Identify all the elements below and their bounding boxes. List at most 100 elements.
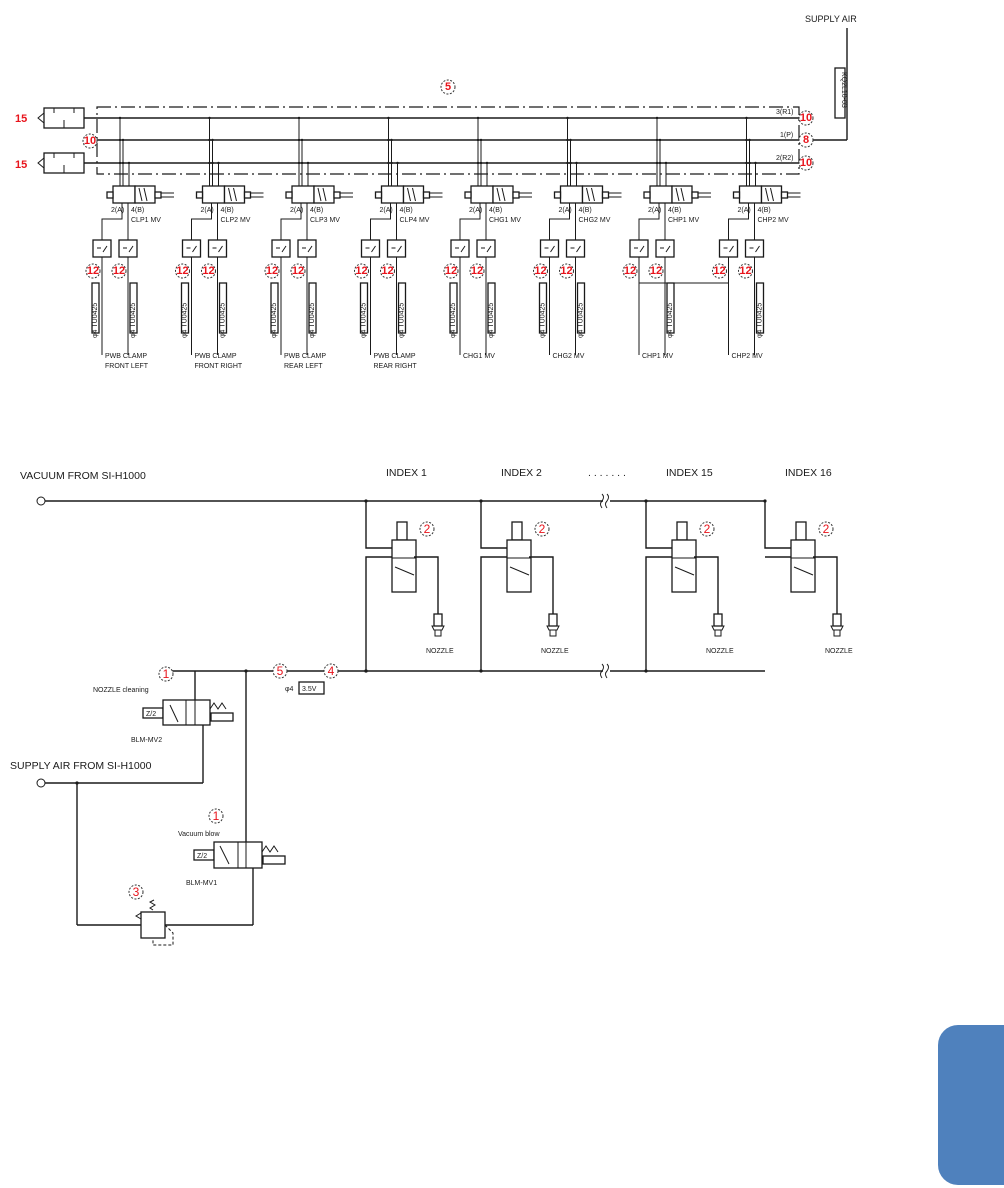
vacuum-port: [36, 496, 46, 506]
line-break-symbol: [600, 663, 609, 679]
line-break-symbol: [600, 493, 609, 509]
svg-text:Vacuum blow: Vacuum blow: [178, 831, 220, 838]
svg-text:BLM-MV2: BLM-MV2: [131, 737, 162, 744]
tube-label: φ4 TU0425: [180, 282, 190, 338]
exhaust-silencer-1: 15: [15, 107, 85, 129]
balloon-fitting: 12: [648, 263, 664, 279]
svg-text:12: 12: [113, 265, 125, 277]
svg-text:12: 12: [381, 265, 393, 277]
svg-text:φ4 TU0425: φ4 TU0425: [757, 303, 764, 338]
balloon-fitting: 12: [354, 263, 369, 279]
tube-size-label: φ4: [285, 686, 294, 693]
svg-text:12: 12: [560, 265, 572, 277]
supply-fitting: KQ2L10-03: [834, 67, 847, 119]
balloon-fitting: 12: [559, 263, 574, 279]
nozzle-label: NOZZLE: [825, 648, 853, 655]
index-label: INDEX 15: [666, 467, 713, 479]
nozzle-label: NOZZLE: [541, 648, 569, 655]
balloon-fitting: 12: [175, 263, 190, 279]
supply-port: [36, 778, 46, 788]
svg-text:φ4 TU0425: φ4 TU0425: [130, 303, 137, 338]
nozzle-label: NOZZLE: [706, 648, 734, 655]
valve-id-label: CHG1 MV: [489, 217, 521, 224]
port-label-b: 4(B): [668, 207, 681, 214]
valve-id-label: CHP2 MV: [758, 217, 789, 224]
svg-text:10: 10: [800, 112, 812, 124]
regulator: 3: [128, 884, 174, 946]
actuator-label: PWB CLAMP: [284, 353, 326, 360]
svg-text:12: 12: [624, 265, 636, 277]
port-label-b: 4(B): [489, 207, 502, 214]
svg-text:φ4 TU0425: φ4 TU0425: [667, 303, 674, 338]
port-label-a: 2(A): [738, 207, 751, 214]
svg-text:3: 3: [133, 885, 140, 899]
svg-text:KQ2L10-03: KQ2L10-03: [840, 72, 847, 108]
port-label-a: 2(A): [290, 207, 303, 214]
speed-controller: [539, 239, 560, 258]
speed-controller: [207, 239, 228, 258]
svg-text:5: 5: [445, 81, 451, 93]
nozzle-icon: [830, 613, 844, 637]
tube-label: φ4 TU0425: [91, 282, 100, 338]
svg-text:BLM-MV1: BLM-MV1: [186, 880, 217, 887]
port-label-b: 4(B): [310, 207, 323, 214]
actuator-sub-label: FRONT LEFT: [105, 363, 149, 370]
port-label-a: 2(A): [559, 207, 572, 214]
actuator-label: CHP2 MV: [732, 353, 763, 360]
tube-label: φ4 TU0425: [270, 282, 279, 338]
nozzle-icon: [546, 613, 560, 637]
balloon-fitting: 12: [111, 263, 127, 279]
tube-label: φ4 TU0425: [397, 282, 407, 338]
svg-text:12: 12: [534, 265, 546, 277]
tube-label: φ4 TU0425: [666, 282, 675, 338]
svg-text:φ4 TU0425: φ4 TU0425: [309, 303, 316, 338]
svg-text:1: 1: [163, 667, 170, 681]
tube-label: φ4 TU0425: [129, 282, 138, 338]
speed-controller: [297, 239, 317, 258]
tube-label: φ4 TU0425: [308, 282, 317, 338]
svg-text:12: 12: [87, 265, 99, 277]
svg-text:10: 10: [800, 157, 812, 169]
balloon-right-3: 10: [798, 155, 814, 171]
svg-text:12: 12: [739, 265, 751, 277]
actuator-label: CHG1 MV: [463, 353, 495, 360]
speed-controller: [476, 239, 496, 258]
svg-text:φ4 TU0425: φ4 TU0425: [271, 303, 278, 338]
valve-id-label: CLP3 MV: [310, 217, 340, 224]
port-label-b: 4(B): [131, 207, 144, 214]
actuator-label: CHP1 MV: [642, 353, 673, 360]
svg-text:12: 12: [176, 265, 188, 277]
svg-text:φ4 TU0425: φ4 TU0425: [450, 303, 457, 338]
balloon-fitting: 12: [85, 263, 101, 279]
balloon-left: 10: [82, 133, 98, 149]
svg-text:15: 15: [15, 159, 27, 171]
nozzle-icon: [431, 613, 445, 637]
svg-text:12: 12: [355, 265, 367, 277]
speed-controller: [655, 239, 675, 258]
supply-source-label: SUPPLY AIR FROM SI-H1000: [10, 760, 152, 772]
speed-controller: [744, 239, 765, 258]
speed-controller: [718, 239, 739, 258]
port-label-b: 4(B): [758, 207, 771, 214]
svg-text:5: 5: [277, 664, 284, 678]
index-ellipsis: . . . . . . .: [588, 467, 626, 479]
svg-text:φ4 TU0425: φ4 TU0425: [92, 303, 99, 338]
side-tab: [938, 1025, 1004, 1185]
balloon-fitting: 12: [443, 263, 459, 279]
speed-controller: [118, 239, 138, 258]
svg-text:2: 2: [704, 522, 711, 536]
vacuum-blow-valve: 1 Vacuum blow Z/2 BLM-MV1: [178, 808, 286, 887]
svg-text:φ4 TU0425: φ4 TU0425: [361, 303, 368, 338]
valve-id-label: CLP1 MV: [131, 217, 161, 224]
port-label-p: 1(P): [780, 132, 793, 139]
actuator-sub-label: FRONT RIGHT: [195, 363, 243, 370]
speed-controller: [450, 239, 470, 258]
svg-text:2: 2: [823, 522, 830, 536]
balloon-fitting-4: 4: [323, 663, 339, 679]
index-label: INDEX 16: [785, 467, 832, 479]
balloon-valve: 2: [699, 521, 715, 537]
